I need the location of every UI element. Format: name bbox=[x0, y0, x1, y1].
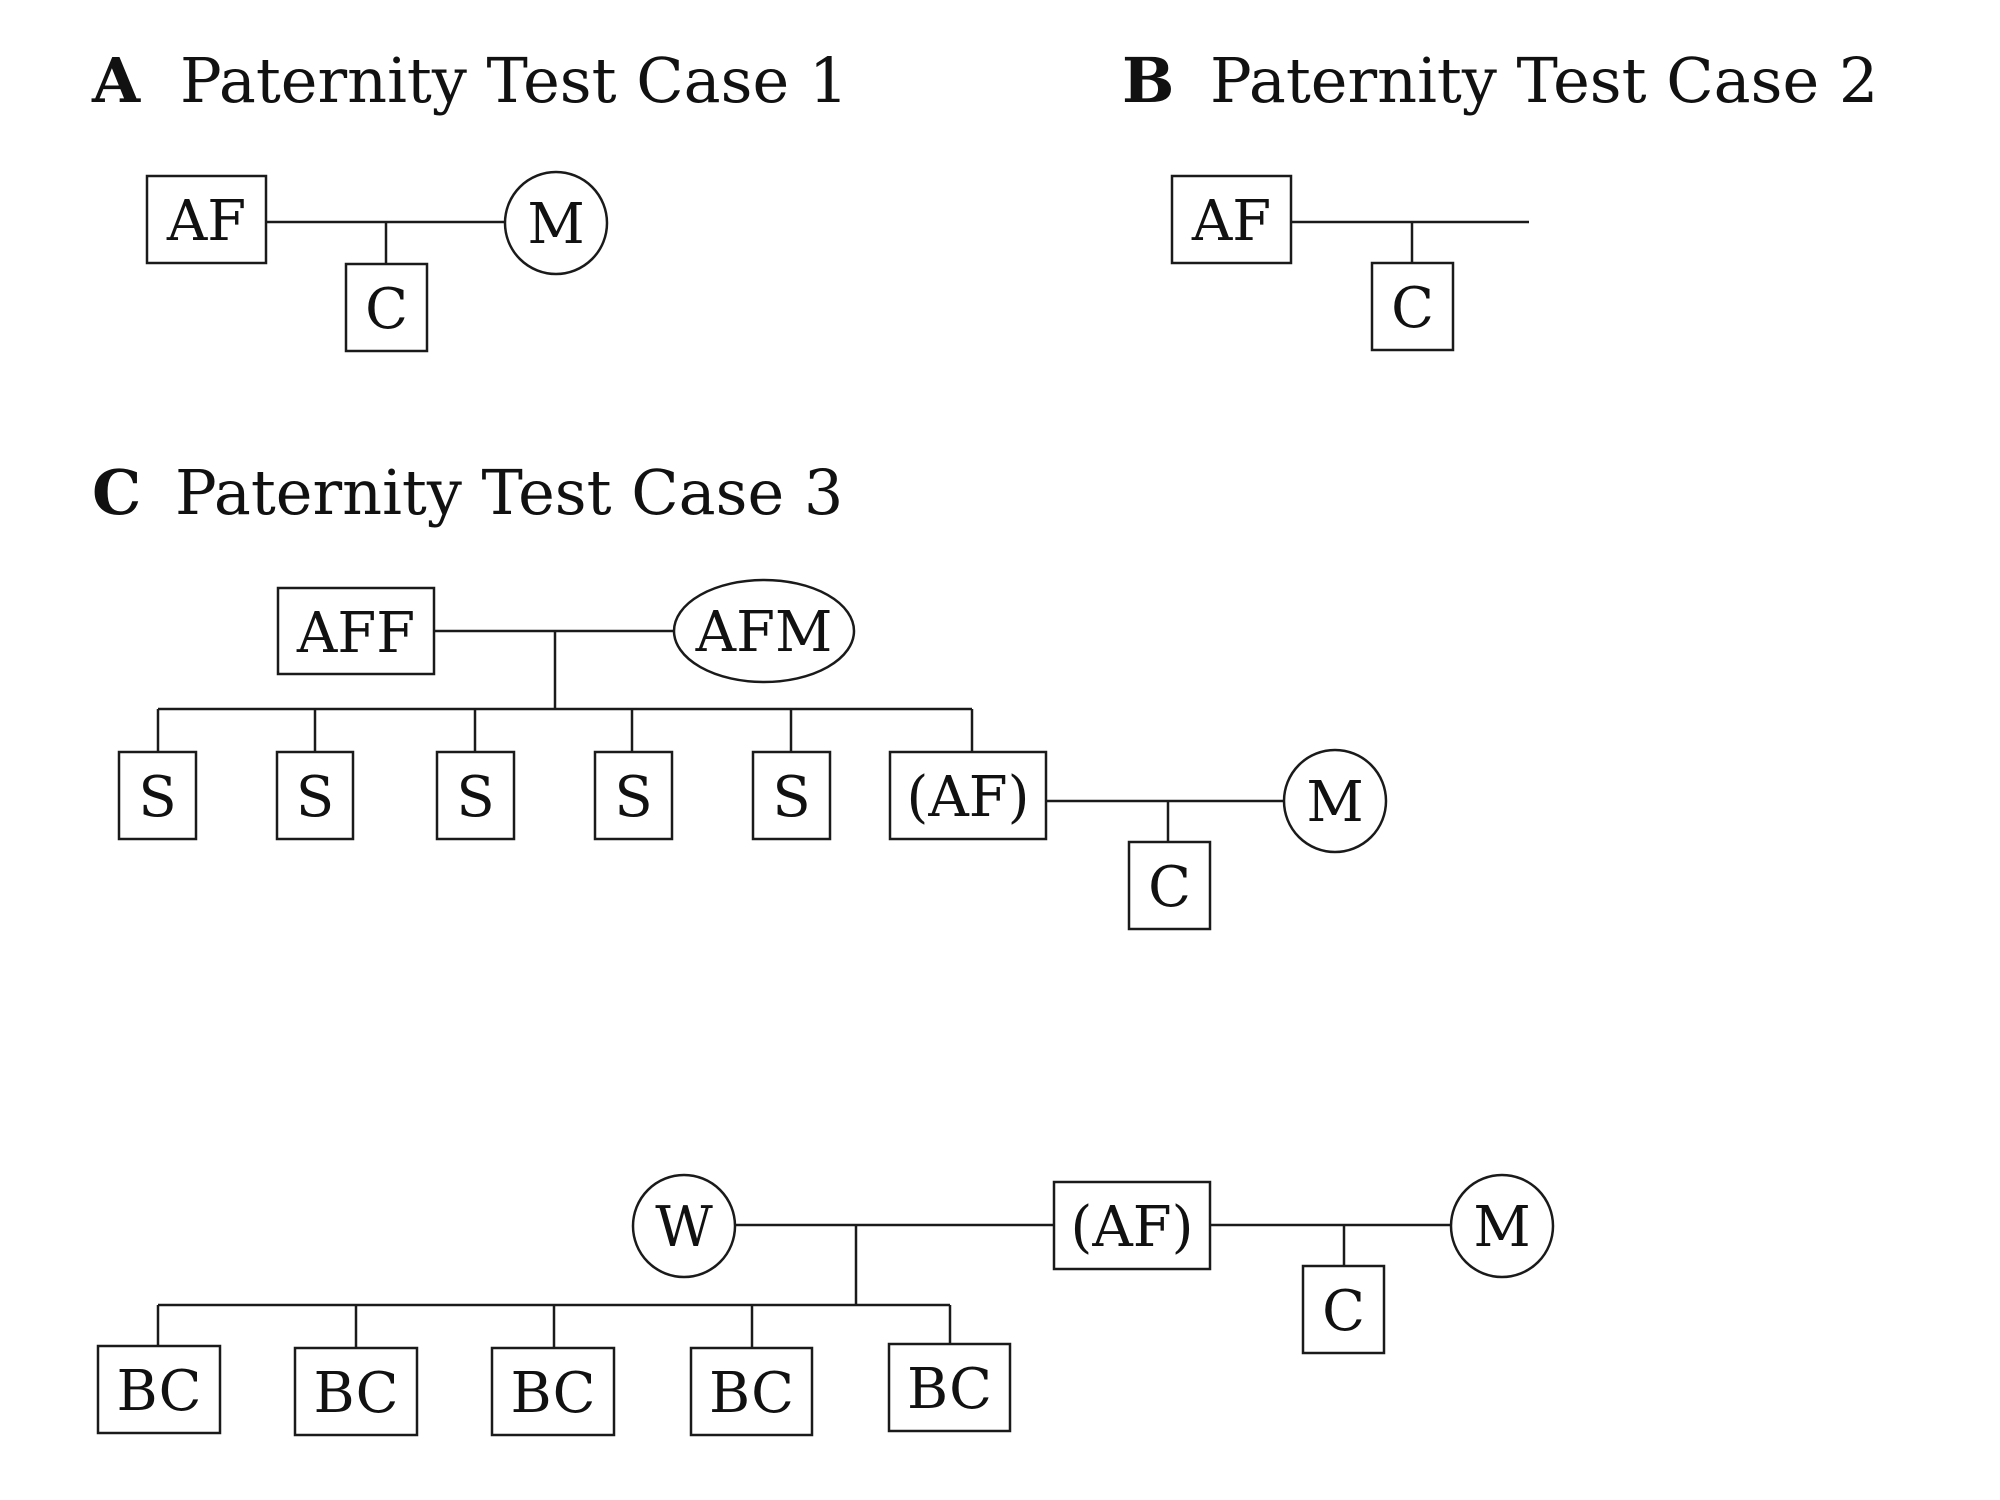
panel-a-letter: A bbox=[91, 44, 141, 117]
biological-child-node: BC bbox=[689, 1346, 814, 1437]
panel-b-title: Paternity Test Case 2 bbox=[1210, 44, 1878, 117]
child-label: C bbox=[1148, 855, 1191, 920]
child-node: C bbox=[1301, 1264, 1386, 1355]
alleged-father-node: (AF) bbox=[888, 750, 1048, 841]
sibling-label: S bbox=[138, 765, 176, 830]
panel-c-letter: C bbox=[92, 456, 141, 529]
wife-label: W bbox=[655, 1195, 713, 1260]
alleged-father-label: (AF) bbox=[907, 765, 1030, 830]
mother-node: M bbox=[1449, 1173, 1555, 1279]
biological-child-node: BC bbox=[96, 1344, 222, 1435]
biological-child-label: BC bbox=[313, 1361, 398, 1426]
biological-child-node: BC bbox=[293, 1346, 419, 1437]
af-mother-label: AFM bbox=[695, 600, 833, 665]
sibling-node: S bbox=[435, 750, 516, 841]
sibling-label: S bbox=[772, 765, 810, 830]
sibling-label: S bbox=[614, 765, 652, 830]
panel-c: C Paternity Test Case 3 AFF AFM bbox=[92, 456, 1555, 1437]
panel-a-title: Paternity Test Case 1 bbox=[180, 44, 848, 117]
child-label: C bbox=[1391, 276, 1434, 341]
biological-child-node: BC bbox=[887, 1342, 1012, 1433]
mother-label: M bbox=[527, 192, 584, 257]
alleged-father-label: AF bbox=[166, 189, 246, 254]
child-node: C bbox=[1127, 840, 1212, 931]
child-label: C bbox=[365, 277, 408, 342]
child-node: C bbox=[344, 262, 429, 353]
sibling-node: S bbox=[275, 750, 355, 841]
sibling-node: S bbox=[117, 750, 198, 841]
alleged-father-node: AF bbox=[1170, 174, 1293, 265]
panel-c-title: Paternity Test Case 3 bbox=[175, 456, 843, 529]
panel-b: B Paternity Test Case 2 AF C bbox=[1122, 44, 1878, 352]
upper-pedigree: AFF AFM S S S S bbox=[117, 578, 1388, 931]
af-father-node: AFF bbox=[276, 586, 436, 676]
mother-label: M bbox=[1473, 1195, 1530, 1260]
panel-b-letter: B bbox=[1122, 44, 1174, 117]
wife-node: W bbox=[631, 1173, 737, 1279]
child-node: C bbox=[1370, 261, 1455, 352]
panel-a: A Paternity Test Case 1 AF M C bbox=[91, 44, 848, 353]
child-label: C bbox=[1322, 1279, 1365, 1344]
sibling-label: S bbox=[296, 765, 334, 830]
lower-pedigree: W (AF) M C BC BC bbox=[96, 1173, 1555, 1437]
mother-node: M bbox=[503, 170, 609, 276]
mother-node: M bbox=[1282, 748, 1388, 854]
sibling-node: S bbox=[593, 750, 674, 841]
biological-child-label: BC bbox=[709, 1361, 794, 1426]
alleged-father-node: AF bbox=[145, 174, 268, 265]
biological-child-node: BC bbox=[490, 1346, 616, 1437]
biological-child-label: BC bbox=[116, 1359, 201, 1424]
biological-child-label: BC bbox=[510, 1361, 595, 1426]
alleged-father-label: AF bbox=[1191, 189, 1271, 254]
sibling-node: S bbox=[751, 750, 832, 841]
sibling-label: S bbox=[456, 765, 494, 830]
af-mother-node: AFM bbox=[672, 578, 856, 684]
alleged-father-node: (AF) bbox=[1052, 1180, 1212, 1271]
alleged-father-label: (AF) bbox=[1071, 1195, 1194, 1260]
biological-child-label: BC bbox=[907, 1357, 992, 1422]
mother-label: M bbox=[1306, 770, 1363, 835]
af-father-label: AFF bbox=[296, 601, 415, 666]
